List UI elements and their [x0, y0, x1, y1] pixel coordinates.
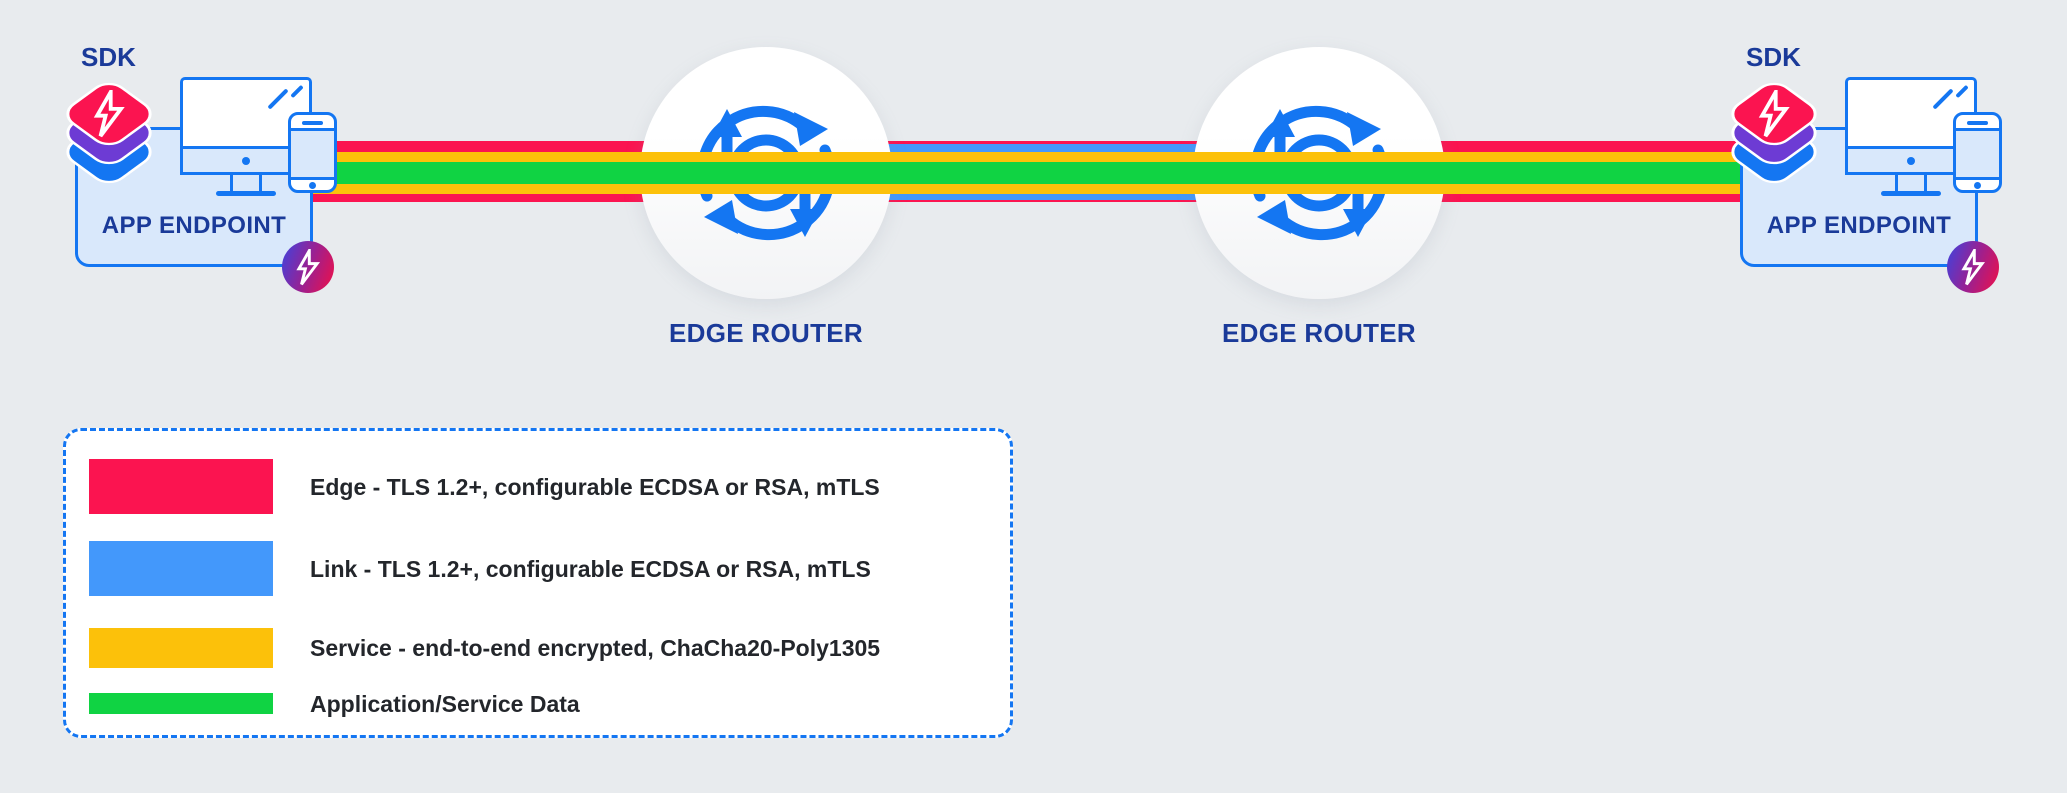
legend-label-service: Service - end-to-end encrypted, ChaCha20…	[310, 635, 881, 661]
app-endpoint-left: SDK APP ENDPOINT	[55, 0, 405, 310]
monitor-base	[216, 191, 276, 196]
sdk-stack-icon	[1723, 76, 1826, 194]
sdk-stack-icon	[58, 76, 161, 194]
ziti-bolt-icon	[76, 81, 142, 147]
app-endpoint-label: APP ENDPOINT	[1766, 212, 1952, 239]
monitor-button	[242, 157, 250, 165]
phone-home-button	[309, 182, 316, 189]
mobile-phone-icon	[288, 112, 337, 193]
sdk-label: SDK	[81, 42, 136, 72]
phone-speaker	[302, 121, 323, 125]
edge-router-label-left: EDGE ROUTER	[669, 318, 863, 348]
legend-swatch-data	[89, 693, 273, 714]
ziti-sdk-badge-icon	[1947, 241, 1999, 293]
phone-screen	[1956, 128, 1999, 180]
phone-screen	[291, 128, 334, 180]
mobile-phone-icon	[1953, 112, 2002, 193]
app-endpoint-right: SDK APP ENDPOINT	[1720, 0, 2067, 310]
ziti-sdk-badge-icon	[282, 241, 334, 293]
legend-label-edge: Edge - TLS 1.2+, configurable ECDSA or R…	[310, 474, 880, 500]
sdk-label: SDK	[1746, 42, 1801, 72]
monitor-stand	[230, 175, 262, 192]
app-data-stripe	[313, 162, 1742, 184]
legend-swatch-edge	[89, 459, 273, 514]
ziti-bolt-icon	[1741, 81, 1807, 147]
edge-router-label-right: EDGE ROUTER	[1222, 318, 1416, 348]
app-endpoint-label: APP ENDPOINT	[101, 212, 287, 239]
phone-speaker	[1967, 121, 1988, 125]
phone-home-button	[1974, 182, 1981, 189]
legend-label-data: Application/Service Data	[310, 691, 580, 717]
monitor-button	[1907, 157, 1915, 165]
legend-label-link: Link - TLS 1.2+, configurable ECDSA or R…	[310, 556, 871, 582]
legend-box: Edge - TLS 1.2+, configurable ECDSA or R…	[63, 428, 1013, 738]
monitor-stand	[1895, 175, 1927, 192]
monitor-base	[1881, 191, 1941, 196]
legend-swatch-service	[89, 628, 273, 668]
legend-swatch-link	[89, 541, 273, 596]
